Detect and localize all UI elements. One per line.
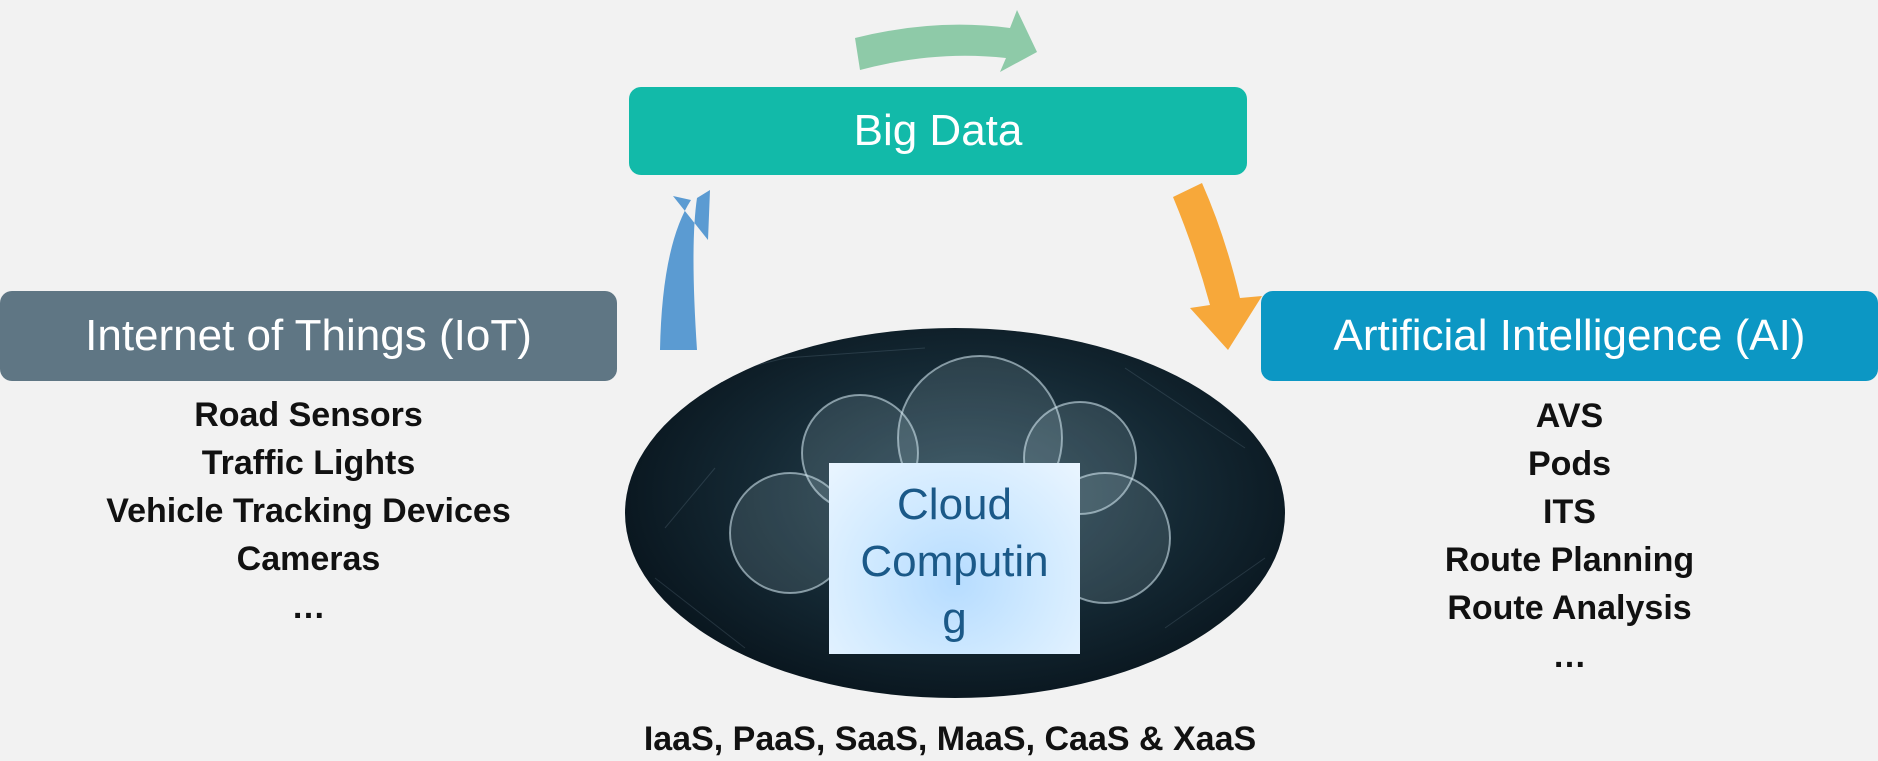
big-data-title: Big Data — [853, 106, 1023, 155]
iot-item-list: Road Sensors Traffic Lights Vehicle Trac… — [0, 391, 617, 631]
cloud-label-line: Computin — [860, 537, 1049, 586]
list-item: Cameras — [236, 540, 381, 578]
list-item: Road Sensors — [194, 396, 423, 434]
list-item: Vehicle Tracking Devices — [106, 492, 511, 530]
ai-item-list: AVS Pods ITS Route Planning Route Analys… — [1261, 392, 1878, 680]
list-item: Route Analysis — [1447, 589, 1692, 627]
iot-box: Internet of Things (IoT) — [0, 291, 617, 381]
list-item: Traffic Lights — [201, 444, 416, 482]
cloud-label-line: g — [942, 594, 967, 643]
cloud-computing-label: Cloud Computin g — [829, 463, 1080, 654]
arrow-to-big-data — [660, 190, 710, 350]
list-item: AVS — [1535, 397, 1604, 435]
big-data-box: Big Data — [629, 87, 1247, 175]
ai-title: Artificial Intelligence (AI) — [1333, 311, 1806, 360]
arrow-across-top — [855, 10, 1037, 72]
cloud-label-line: Cloud — [897, 480, 1012, 529]
list-item: Pods — [1527, 445, 1612, 483]
list-item: ITS — [1543, 493, 1596, 531]
arrow-to-ai — [1173, 183, 1262, 350]
list-item: … — [1552, 637, 1587, 675]
cloud-services-text: IaaS, PaaS, SaaS, MaaS, CaaS & XaaS — [643, 720, 1257, 758]
ai-box: Artificial Intelligence (AI) — [1261, 291, 1878, 381]
iot-title: Internet of Things (IoT) — [85, 311, 532, 360]
list-item: … — [291, 588, 326, 626]
list-item: Route Planning — [1444, 541, 1695, 579]
